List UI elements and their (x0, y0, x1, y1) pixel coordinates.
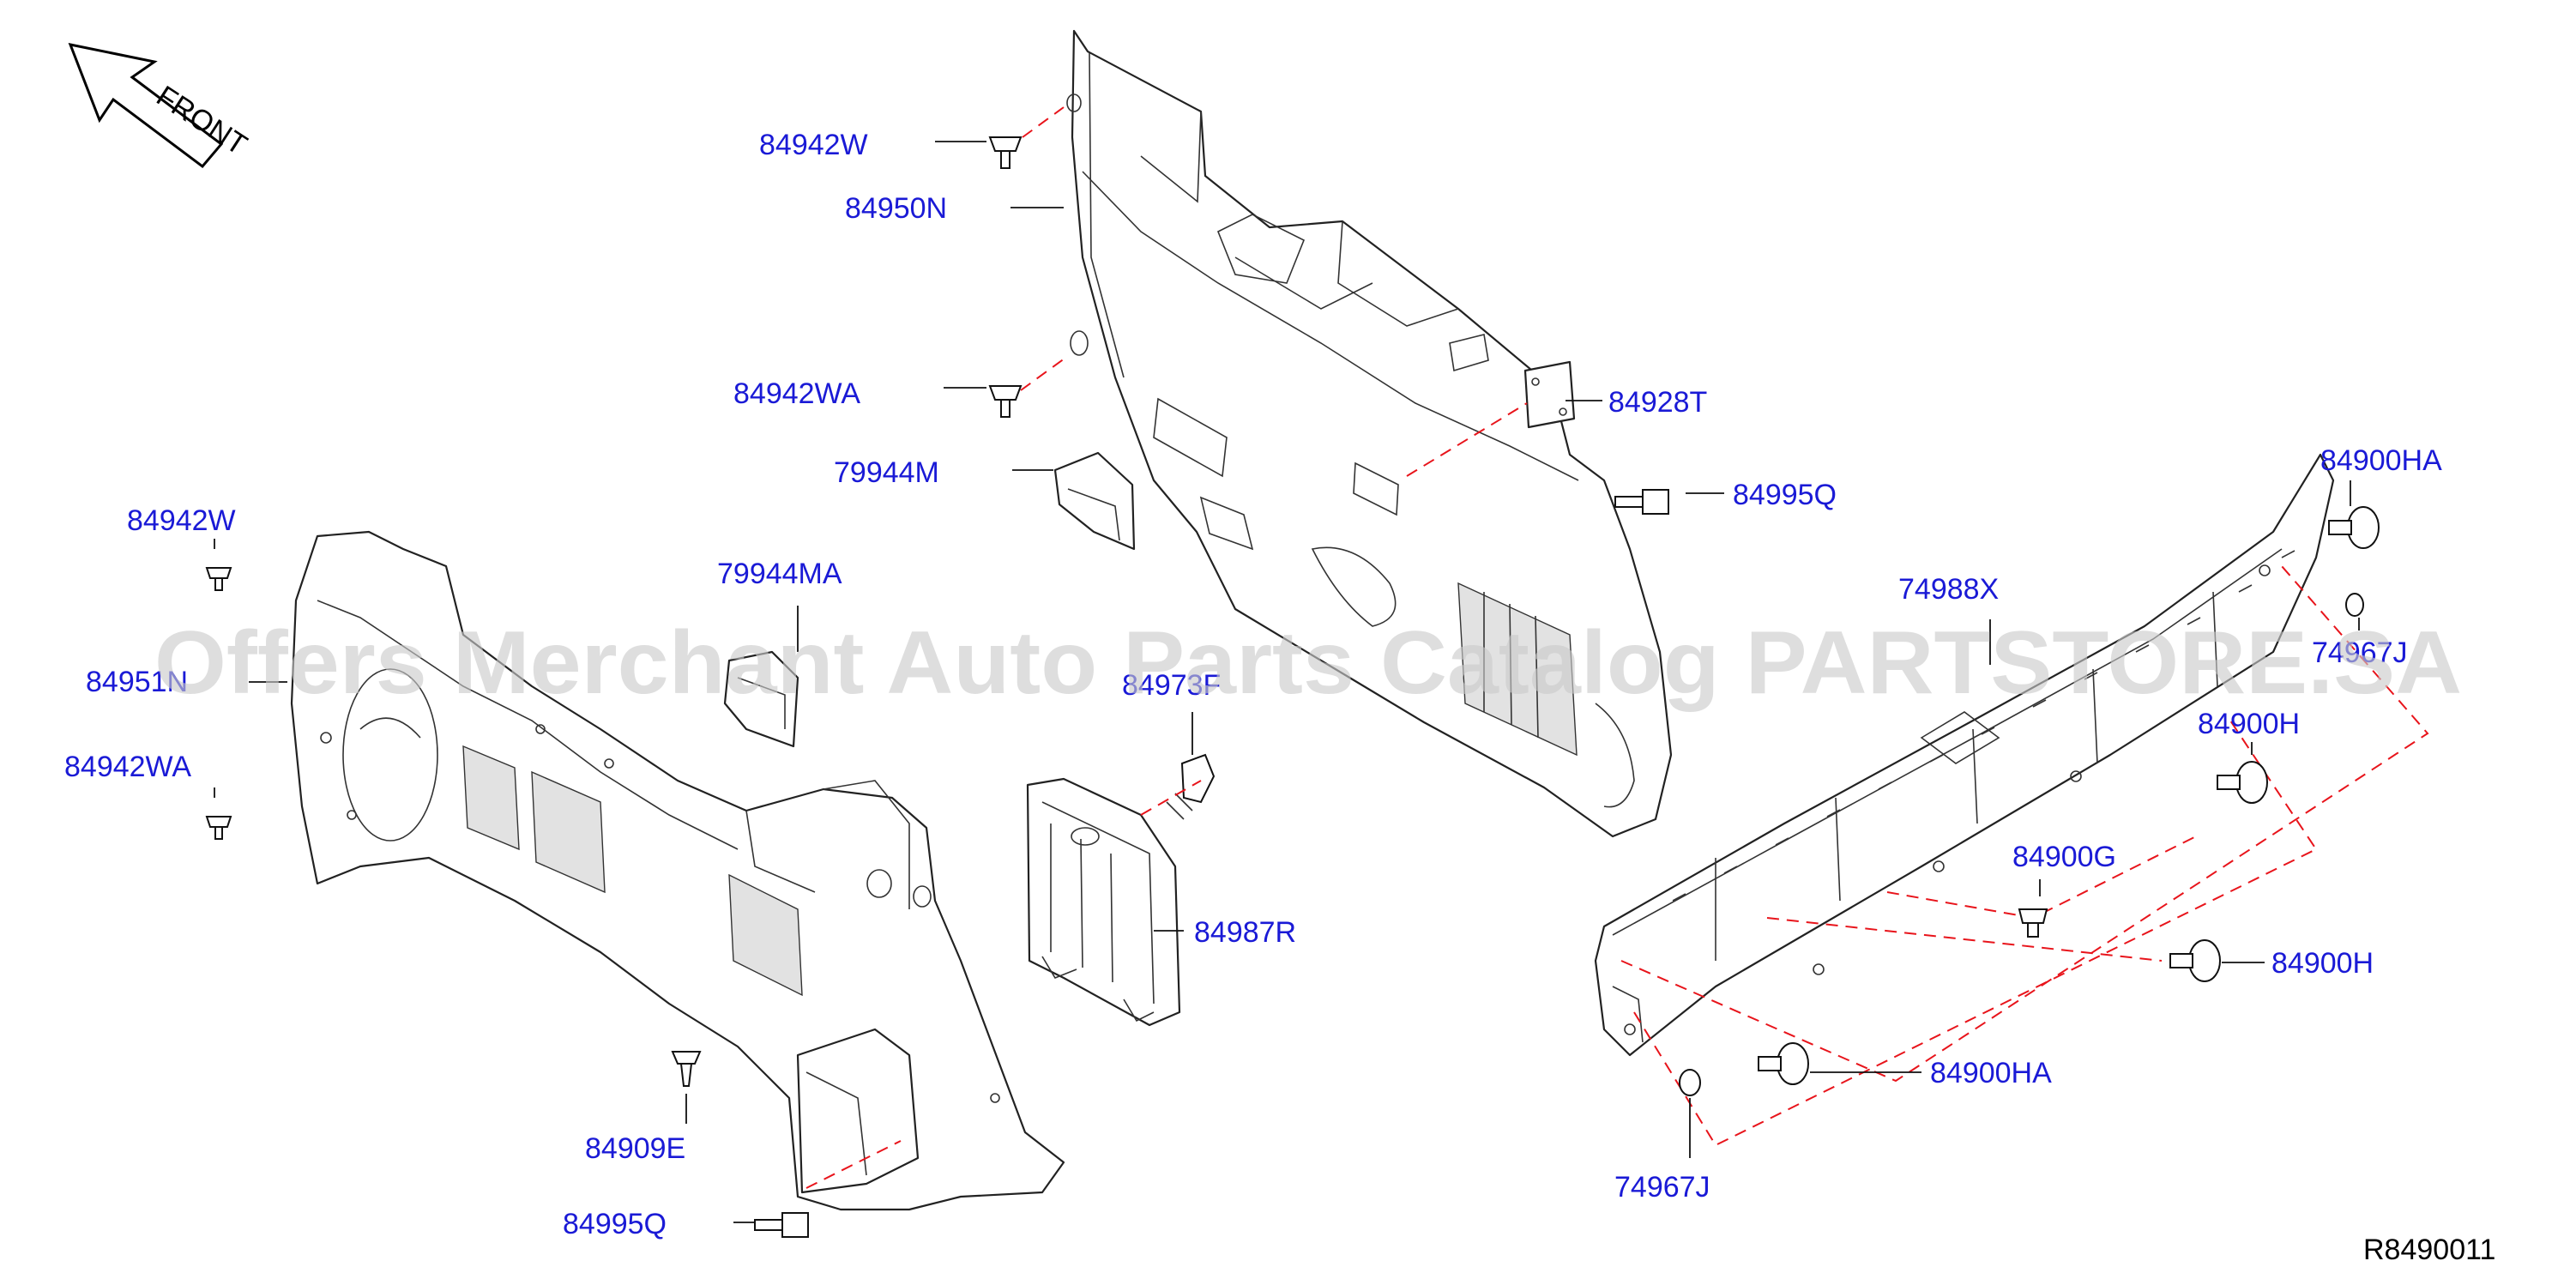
callout-label: 84942WA (64, 751, 191, 783)
clip-icon (205, 567, 232, 591)
callout-label: 84900H (2271, 947, 2374, 980)
clip-icon (988, 136, 1023, 169)
callout-label: 84900HA (1930, 1057, 2052, 1089)
callout-label: 84942WA (733, 377, 860, 410)
clip-icon (205, 816, 232, 840)
plug-icon (2345, 593, 2364, 617)
callout-label: 79944MA (717, 558, 842, 590)
callout-label: 84995Q (563, 1208, 667, 1240)
bracket-84928t (1523, 360, 1576, 429)
callout-label: 84942W (759, 129, 868, 161)
callout-label: 84987R (1194, 916, 1296, 949)
callout-label: 74988X (1898, 573, 1999, 606)
callout-labels: 84942W 84950N 84942WA 79944M 84928T 8499… (64, 129, 2442, 1240)
callout-label: 84942W (127, 504, 236, 537)
trim-cover-79944m (1053, 451, 1136, 551)
callout-label: 84951N (86, 666, 188, 698)
clip-icon (2018, 908, 2048, 938)
fastener-icons (205, 136, 2380, 1238)
callout-label: 74967J (2312, 636, 2408, 669)
grommet-icon (2328, 506, 2380, 549)
leader-lines (214, 141, 2360, 1223)
pin-icon (671, 1051, 702, 1087)
callout-label: 84909E (585, 1132, 685, 1165)
grommet-icon (2217, 761, 2268, 804)
grommet-icon (1758, 1042, 1809, 1085)
callout-label: 84995Q (1733, 479, 1837, 511)
callout-label: 84900G (2012, 841, 2116, 873)
access-cover-84987r (1026, 777, 1181, 1027)
clip-icon (988, 385, 1023, 418)
callout-label: 84900H (2198, 708, 2300, 740)
lower-side-trim-panel (290, 530, 1065, 1211)
screw-icon (1614, 489, 1669, 515)
upper-side-trim-panel (1066, 29, 1673, 838)
grommet-icon (2169, 939, 2221, 982)
callout-label: 84928T (1608, 386, 1707, 419)
callout-label: 84950N (845, 192, 947, 225)
callout-label: 79944M (834, 456, 939, 489)
kicking-plate-ribs (1672, 550, 2295, 902)
callout-label: 74967J (1614, 1171, 1710, 1204)
front-arrow-icon (68, 42, 224, 169)
screw-icon (754, 1212, 809, 1238)
clip-84973f (1166, 753, 1216, 820)
watermark-text: Offers Merchant Auto Parts Catalog PARTS… (154, 613, 2462, 713)
diagram-code: R8490011 (2363, 1234, 2495, 1266)
callout-label: 84973F (1122, 669, 1221, 702)
bracket-79944ma (723, 650, 799, 748)
callout-label: 84900HA (2320, 444, 2442, 477)
kicking-plate-74988x (1594, 453, 2335, 1057)
plug-icon (1679, 1069, 1701, 1096)
